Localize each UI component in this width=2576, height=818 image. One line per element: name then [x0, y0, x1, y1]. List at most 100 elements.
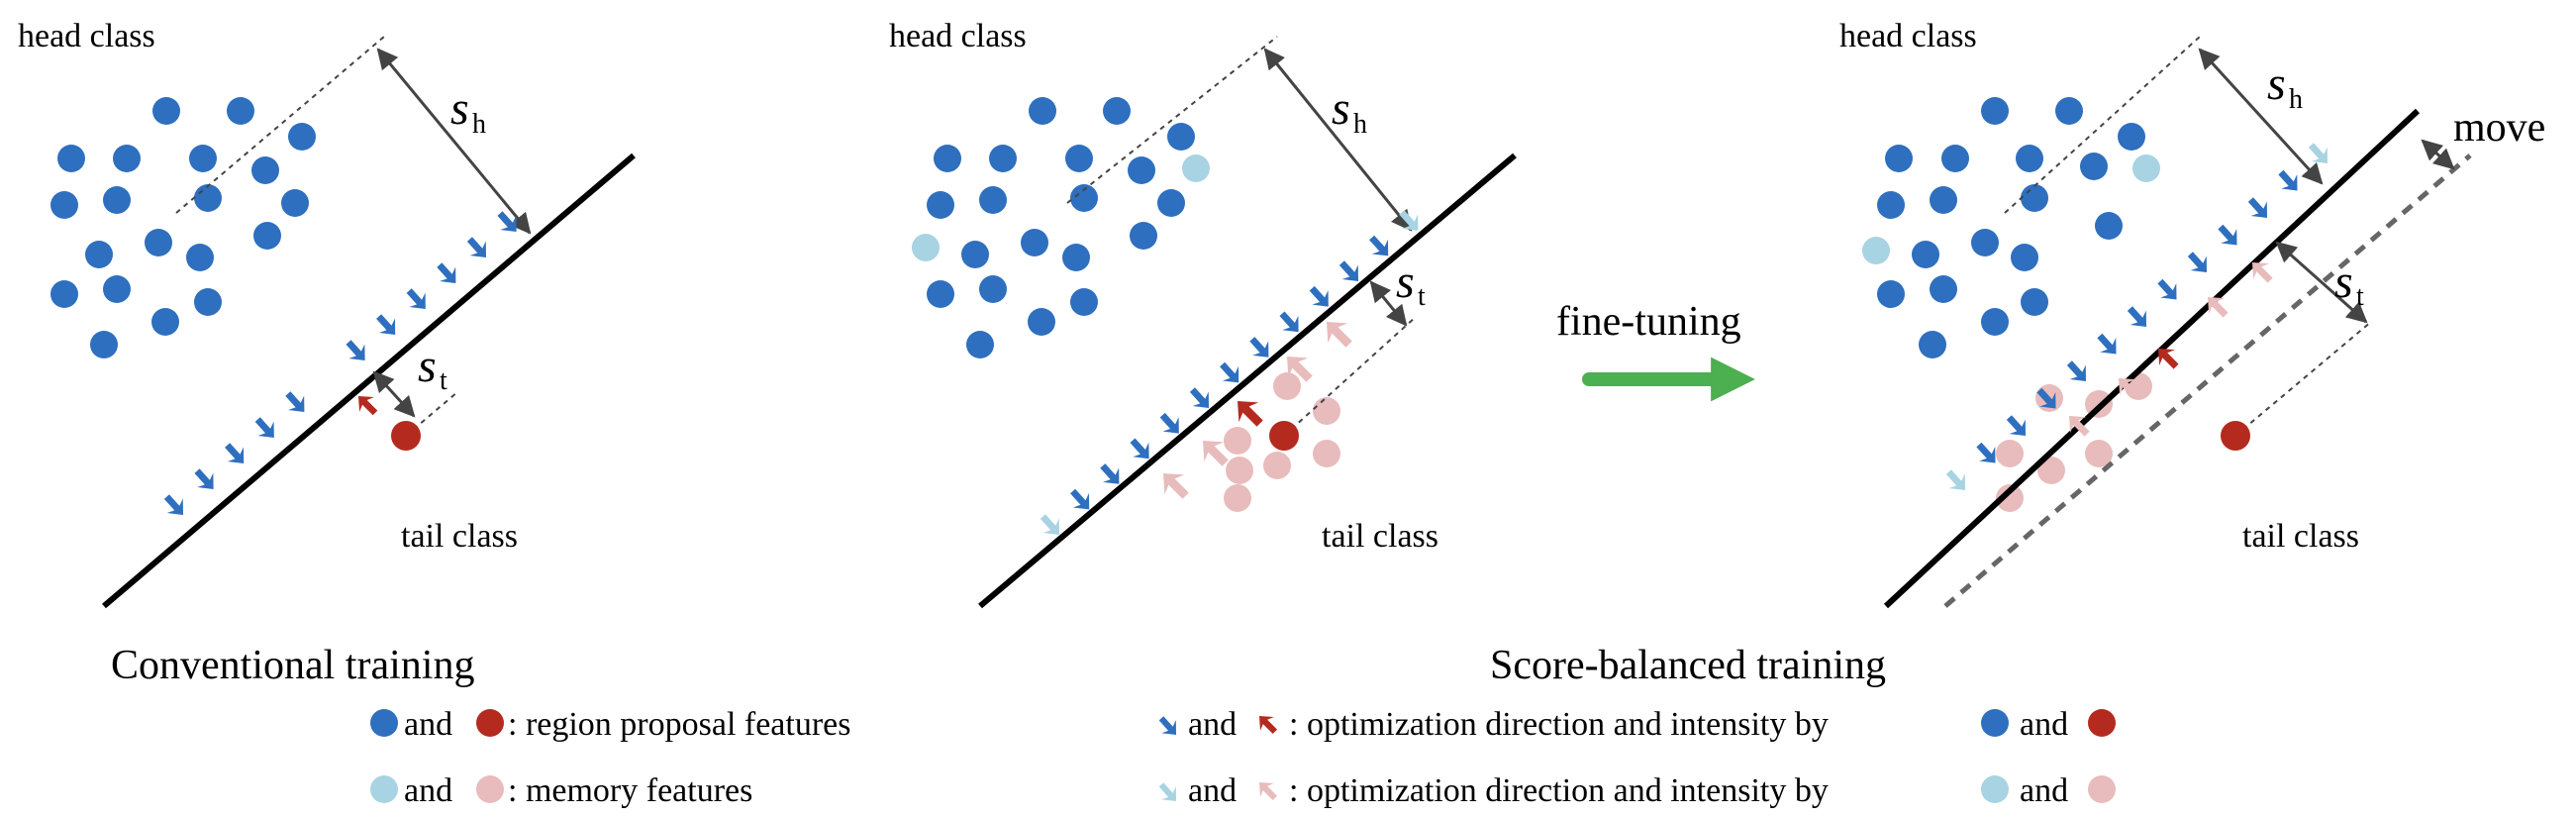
head-class-dots: [927, 97, 1195, 358]
sh-distance-arrow: [1263, 48, 1413, 232]
panel-score-balanced: s h s t head class tail class: [889, 18, 1517, 609]
st-symbol: s: [418, 340, 437, 392]
tail-class-label: tail class: [2242, 518, 2359, 555]
head-feature-arrow: [376, 314, 396, 335]
st-distance-arrow: [372, 370, 416, 418]
sh-subscript: h: [472, 109, 486, 140]
head-memory-arrow: [2308, 143, 2328, 163]
legend-region-proposal: and : region proposal features: [370, 706, 851, 743]
head-feature-arrow: [346, 340, 365, 360]
head-feature-arrow: [2006, 415, 2026, 436]
move-label: move: [2453, 105, 2545, 151]
sh-distance-arrow: [376, 48, 532, 235]
head-feature-arrow: [163, 494, 183, 515]
sh-symbol: s: [2267, 57, 2286, 110]
st-distance-arrow: [2275, 241, 2368, 324]
head-feature-arrow: [1220, 361, 1239, 383]
head-memory-arrow: [1040, 514, 1059, 535]
tail-optimization-arrows: [1163, 322, 1352, 499]
tail-memory-swatch: [476, 775, 504, 803]
head-optimization-arrows: [163, 211, 517, 515]
tail-memory-arrow: [2208, 297, 2229, 318]
tail-memory-arrow: [2069, 416, 2090, 437]
head-class-label: head class: [18, 18, 155, 54]
head-memory-swatch: [1981, 775, 2009, 803]
and-word: and: [1188, 772, 1237, 809]
and-word: and: [2020, 706, 2068, 743]
head-feature-arrow: [1100, 463, 1120, 484]
head-feature-arrow: [437, 262, 456, 283]
legend-optimization-memory: and : optimization direction and intensi…: [1158, 772, 2116, 809]
sh-symbol: s: [1332, 82, 1350, 135]
legend-opt-text: : optimization direction and intensity b…: [1289, 772, 1829, 809]
head-memory-arrow-swatch: [1158, 782, 1176, 801]
head-guide-line: [175, 36, 385, 214]
legend-optimization-features: and : optimization direction and intensi…: [1158, 706, 2116, 743]
tail-memory-arrow-swatch: [1259, 782, 1278, 801]
moved-decision-boundary: [1943, 153, 2472, 608]
head-memory-arrow: [1399, 210, 1419, 231]
tail-memory-arrow: [1287, 357, 1313, 382]
fine-tuning-transition: fine-tuning: [1556, 299, 1755, 402]
sh-distance-arrow: [2198, 48, 2324, 185]
tail-memory-swatch: [2088, 775, 2116, 803]
st-distance-arrow: [1369, 280, 1408, 327]
head-feature-arrow: [1279, 311, 1299, 333]
legend-opt-text: : optimization direction and intensity b…: [1289, 706, 1829, 743]
head-feature-swatch: [1981, 709, 2009, 737]
tail-feature: [2221, 421, 2250, 451]
tail-class-label: tail class: [401, 518, 518, 555]
legend-memory-text: : memory features: [508, 772, 752, 809]
head-feature-arrow: [497, 211, 517, 232]
head-feature-arrow: [406, 288, 426, 309]
tail-memory-arrow: [1203, 441, 1229, 466]
head-memory-dots: [912, 154, 1210, 261]
tail-feature-arrow: [1259, 716, 1278, 735]
head-feature-arrow: [1309, 285, 1329, 307]
head-guide-line: [1066, 36, 1278, 204]
head-feature-arrow: [2247, 197, 2267, 218]
tail-memory-arrow: [1327, 322, 1352, 348]
head-optimization-arrows: [1945, 143, 2328, 490]
head-guide-line: [2004, 36, 2201, 214]
st-subscript: t: [1418, 281, 1426, 312]
tail-optimization-arrows: [358, 396, 378, 416]
panel-conventional: s h s t head class tail class: [18, 18, 636, 609]
tail-feature-arrow: [358, 396, 378, 416]
head-feature-arrow: [1070, 488, 1090, 510]
head-feature-arrow: [2218, 224, 2237, 246]
head-feature-arrow: [285, 391, 305, 412]
head-class-dots: [50, 97, 316, 358]
tail-optimization-arrows: [2069, 262, 2273, 437]
head-class-label: head class: [1839, 18, 1977, 54]
head-class-dots: [1877, 97, 2145, 358]
st-subscript: t: [2356, 281, 2364, 312]
head-feature-arrow: [1189, 387, 1209, 408]
head-feature-arrow: [1338, 260, 1358, 281]
tail-feature: [391, 421, 421, 451]
tail-class-label: tail class: [1322, 518, 1438, 555]
caption-score-balanced: Score-balanced training: [1490, 643, 1886, 688]
head-feature-arrow: [2036, 387, 2056, 409]
head-feature-arrow: [1158, 716, 1176, 735]
decision-boundary: [102, 153, 636, 609]
and-word: and: [404, 772, 452, 809]
head-class-label: head class: [889, 18, 1027, 54]
head-feature-arrow: [1159, 412, 1179, 434]
tail-feature-swatch: [2088, 709, 2116, 737]
tail-guide-line: [2234, 321, 2372, 437]
caption-conventional: Conventional training: [111, 643, 474, 688]
st-symbol: s: [1396, 256, 1415, 308]
sh-symbol: s: [450, 82, 469, 135]
head-memory-arrow: [1158, 782, 1176, 801]
head-feature-arrow: [194, 468, 214, 489]
st-symbol: s: [2334, 256, 2353, 308]
head-feature-arrow: [2187, 252, 2207, 272]
decision-boundary: [978, 153, 1517, 609]
sh-subscript: h: [2289, 84, 2303, 115]
tail-feature-arrow: [1238, 401, 1263, 427]
head-feature-arrow: [254, 417, 274, 438]
head-feature-arrow: [1130, 438, 1149, 460]
legend: and : region proposal features and : mem…: [370, 706, 2116, 809]
